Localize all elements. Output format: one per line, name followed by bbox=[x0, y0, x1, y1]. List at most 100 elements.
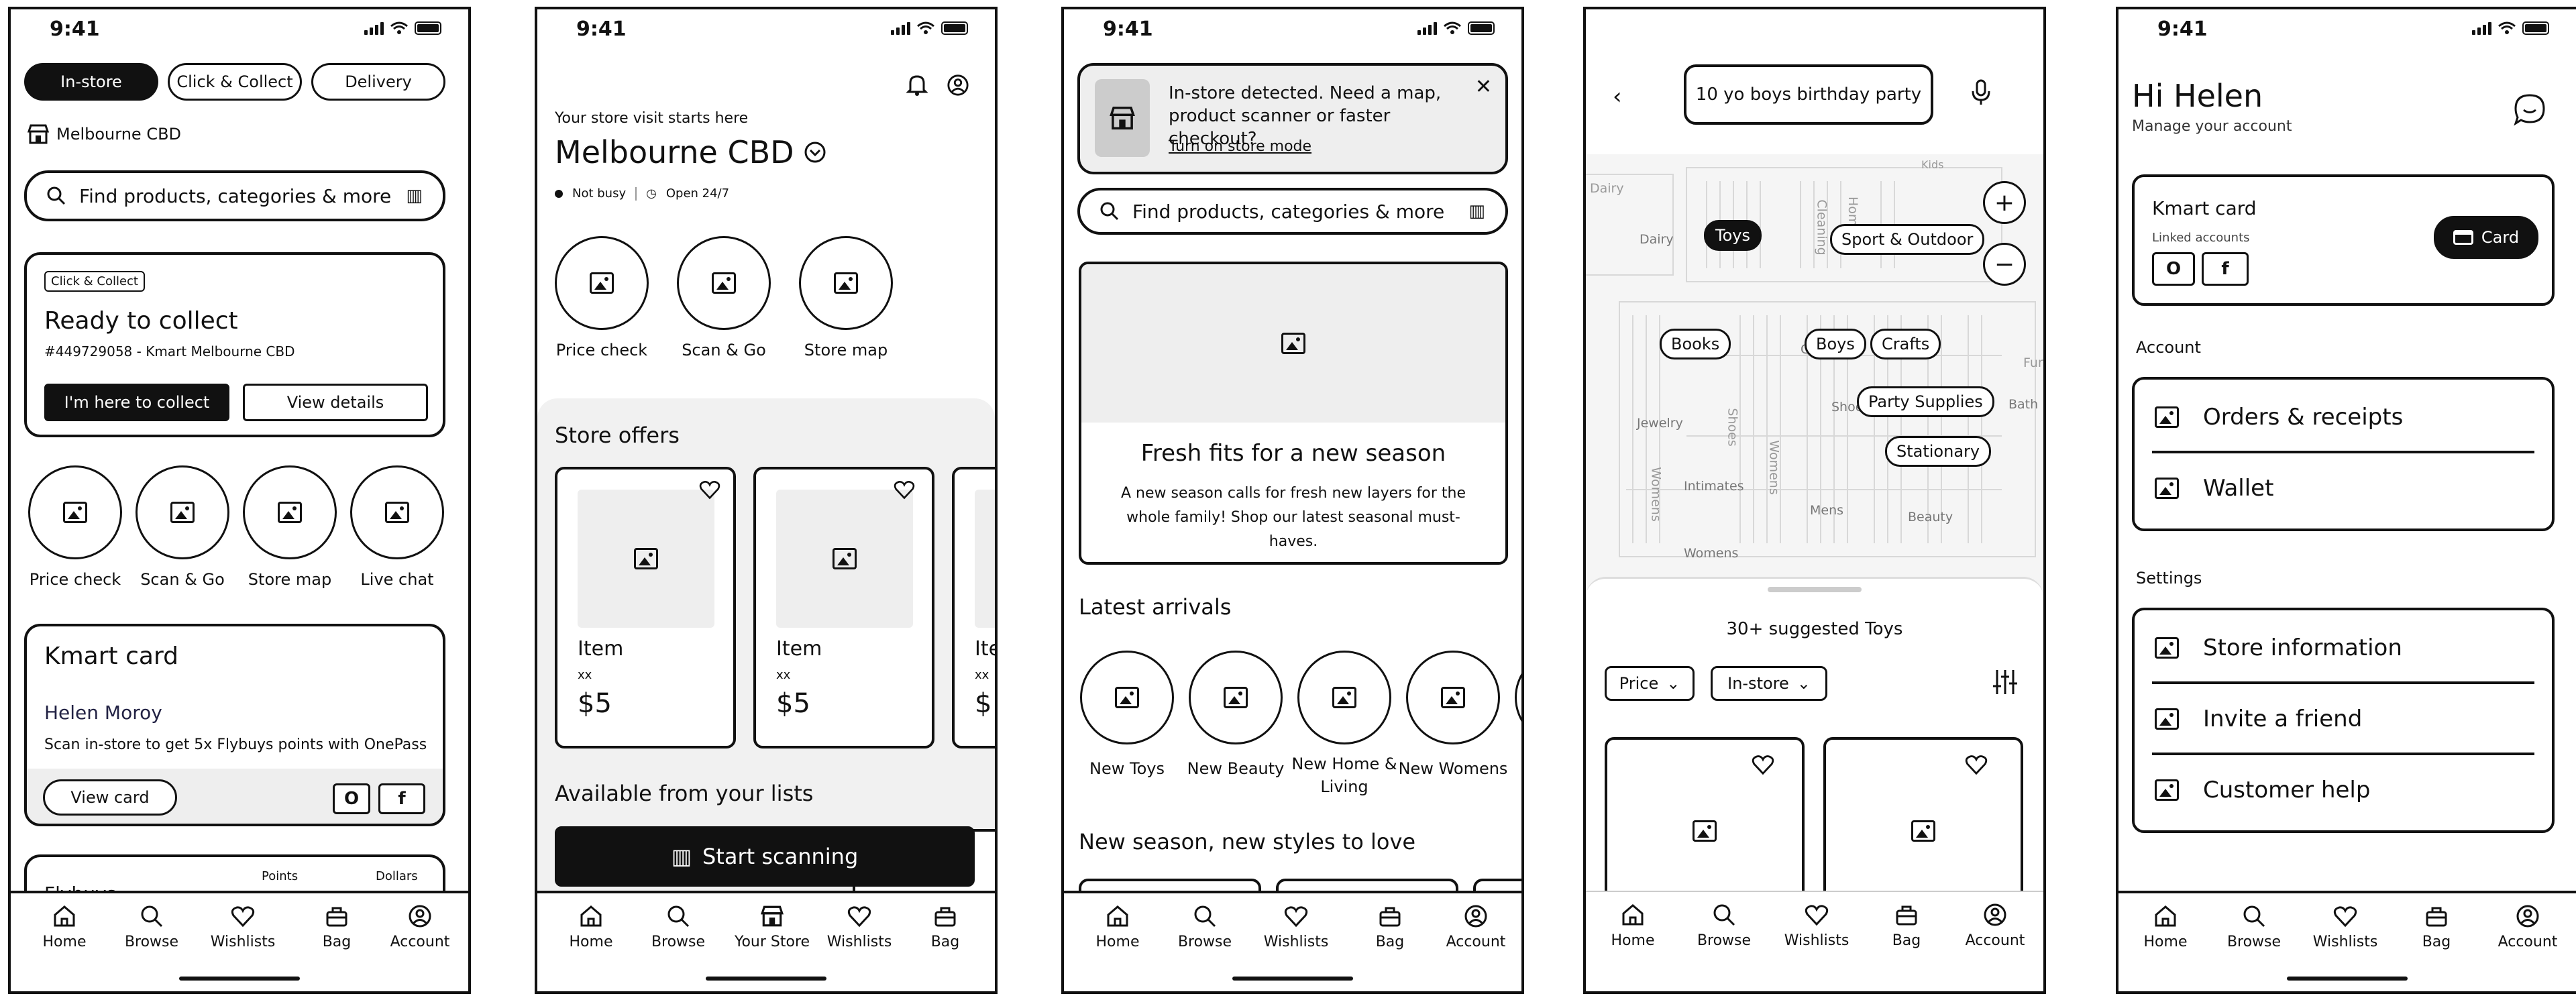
tab-label: Wishlists bbox=[826, 934, 892, 950]
arrival-new-home-living[interactable] bbox=[1297, 651, 1391, 744]
tab-account[interactable]: Account bbox=[1955, 903, 2035, 949]
close-icon[interactable]: ✕ bbox=[1474, 75, 1492, 99]
heart-icon[interactable] bbox=[1964, 753, 1988, 776]
heart-icon[interactable] bbox=[1751, 753, 1775, 776]
arrival-new-beauty[interactable] bbox=[1189, 651, 1283, 744]
map-tag-boys[interactable]: Boys bbox=[1805, 329, 1866, 359]
store-selector[interactable]: Melbourne CBD bbox=[555, 134, 826, 170]
zoom-out-button[interactable]: − bbox=[1983, 243, 2026, 286]
instore-filter[interactable]: In-store⌄ bbox=[1711, 666, 1827, 701]
list-item-orders[interactable]: Orders & receipts bbox=[2155, 384, 2532, 451]
filter-sliders-icon[interactable] bbox=[1992, 669, 2018, 696]
hero-card[interactable]: Fresh fits for a new season A new season… bbox=[1079, 262, 1508, 565]
tab-bag[interactable]: Bag bbox=[297, 904, 377, 950]
bell-icon[interactable] bbox=[906, 74, 928, 97]
map-tag-party-supplies[interactable]: Party Supplies bbox=[1857, 386, 1994, 417]
tab-account[interactable]: Account bbox=[380, 904, 460, 950]
tab-browse[interactable]: Browse bbox=[1684, 903, 1764, 949]
store-map-shortcut[interactable] bbox=[799, 236, 893, 330]
account-icon bbox=[1464, 905, 1487, 928]
tab-browse[interactable]: Browse bbox=[2214, 904, 2294, 950]
live-chat-shortcut[interactable] bbox=[350, 465, 444, 559]
product-price: $5 bbox=[578, 688, 612, 719]
zoom-in-button[interactable]: + bbox=[1983, 181, 2026, 224]
scan-go-shortcut[interactable] bbox=[136, 465, 229, 559]
product-name: Item bbox=[578, 637, 624, 661]
tab-bag[interactable]: Bag bbox=[905, 904, 985, 950]
tab-account[interactable]: Account bbox=[2487, 904, 2568, 950]
tab-browse[interactable]: Browse bbox=[111, 904, 192, 950]
store-mode-link[interactable]: Turn on store mode bbox=[1169, 138, 1312, 155]
view-details-button[interactable]: View details bbox=[243, 384, 428, 421]
tab-wishlists[interactable]: Wishlists bbox=[2305, 904, 2385, 950]
tab-wishlists[interactable]: Wishlists bbox=[819, 904, 900, 950]
tab-your-store[interactable]: Your Store bbox=[725, 904, 819, 950]
tab-home[interactable]: Home bbox=[1593, 903, 1673, 949]
sheet-grabber[interactable] bbox=[1768, 587, 1862, 592]
mode-delivery[interactable]: Delivery bbox=[311, 63, 445, 101]
map-tag-stationary[interactable]: Stationary bbox=[1885, 436, 1992, 467]
tab-label: Home bbox=[2143, 934, 2188, 950]
barcode-scan-icon[interactable]: ▥ bbox=[1468, 201, 1485, 221]
map-tag-sport-outdoor[interactable]: Sport & Outdoor bbox=[1830, 224, 1985, 255]
home-store-mode-screen: 9:41 In-store detected. Need a map, prod… bbox=[1061, 7, 1524, 994]
store-map-shortcut[interactable] bbox=[243, 465, 337, 559]
arrival-new-toys[interactable] bbox=[1080, 651, 1174, 744]
price-check-shortcut[interactable] bbox=[555, 236, 649, 330]
list-item-help[interactable]: Customer help bbox=[2155, 757, 2532, 824]
heart-icon bbox=[231, 906, 255, 928]
map-label: Mens bbox=[1810, 503, 1844, 518]
tab-browse[interactable]: Browse bbox=[1165, 904, 1245, 950]
product-card[interactable]: Item xx $5 bbox=[753, 467, 934, 748]
tab-bag[interactable]: Bag bbox=[2396, 904, 2477, 950]
tab-home[interactable]: Home bbox=[551, 904, 631, 950]
tab-wishlists[interactable]: Wishlists bbox=[203, 904, 283, 950]
tab-wishlists[interactable]: Wishlists bbox=[1256, 904, 1336, 950]
search-query-field[interactable]: 10 yo boys birthday party bbox=[1684, 64, 1933, 125]
search-input[interactable]: Find products, categories & more ▥ bbox=[24, 170, 445, 221]
tab-account[interactable]: Account bbox=[1436, 904, 1516, 950]
list-item-invite[interactable]: Invite a friend bbox=[2155, 685, 2532, 753]
tab-label: Home bbox=[42, 934, 87, 950]
image-placeholder-icon bbox=[170, 502, 195, 523]
arrival-new-womens[interactable] bbox=[1406, 651, 1500, 744]
price-filter[interactable]: Price⌄ bbox=[1605, 666, 1695, 701]
store-map[interactable]: Dairy Dairy Cleaning Home Girls Jewelry … bbox=[1586, 154, 2043, 590]
map-tag-toys[interactable]: Toys bbox=[1704, 220, 1762, 251]
heart-icon[interactable] bbox=[893, 479, 916, 500]
tab-home[interactable]: Home bbox=[2125, 904, 2206, 950]
product-card[interactable]: Ite xx $ bbox=[952, 467, 995, 748]
price-check-shortcut[interactable] bbox=[28, 465, 122, 559]
search-input[interactable]: Find products, categories & more ▥ bbox=[1077, 188, 1508, 235]
microphone-icon[interactable] bbox=[1971, 79, 1991, 106]
product-card[interactable]: Item xx $5 bbox=[555, 467, 736, 748]
tab-home[interactable]: Home bbox=[1077, 904, 1158, 950]
view-card-button[interactable]: View card bbox=[43, 779, 177, 816]
tab-home[interactable]: Home bbox=[24, 904, 105, 950]
chat-icon[interactable] bbox=[2513, 93, 2546, 126]
arrival-more[interactable] bbox=[1515, 651, 1521, 744]
tab-wishlists[interactable]: Wishlists bbox=[1776, 903, 1857, 949]
heart-icon[interactable] bbox=[698, 479, 721, 500]
store-selector[interactable]: Melbourne CBD bbox=[27, 123, 181, 145]
back-icon[interactable]: ‹ bbox=[1613, 83, 1622, 110]
barcode-scan-icon[interactable]: ▥ bbox=[406, 186, 423, 206]
mode-instore[interactable]: In-store bbox=[24, 63, 158, 101]
tab-browse[interactable]: Browse bbox=[638, 904, 718, 950]
tab-bag[interactable]: Bag bbox=[1350, 904, 1430, 950]
store-subtitle: Your store visit starts here bbox=[555, 110, 749, 127]
mode-click-collect[interactable]: Click & Collect bbox=[168, 63, 302, 101]
account-icon[interactable] bbox=[947, 74, 969, 97]
status-time: 9:41 bbox=[1103, 17, 1153, 41]
show-card-button[interactable]: Card bbox=[2434, 216, 2538, 259]
list-item-store-info[interactable]: Store information bbox=[2155, 614, 2532, 681]
start-scanning-button[interactable]: ▥ Start scanning bbox=[555, 826, 975, 887]
image-placeholder-icon bbox=[834, 272, 858, 294]
tab-bag[interactable]: Bag bbox=[1866, 903, 1947, 949]
list-item-wallet[interactable]: Wallet bbox=[2155, 455, 2532, 522]
here-to-collect-button[interactable]: I'm here to collect bbox=[44, 384, 229, 421]
scan-go-shortcut[interactable] bbox=[677, 236, 771, 330]
map-tag-crafts[interactable]: Crafts bbox=[1870, 329, 1941, 359]
map-tag-books[interactable]: Books bbox=[1660, 329, 1731, 359]
home-instore-screen: 9:41 In-store Click & Collect Delivery M… bbox=[8, 7, 471, 994]
